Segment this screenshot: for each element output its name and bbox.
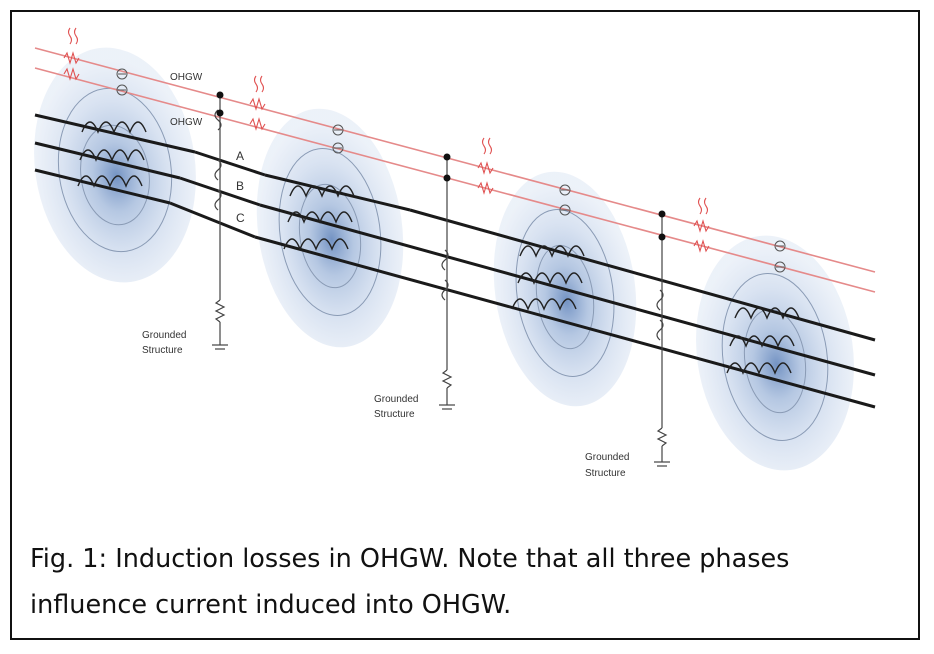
grounded-structure-2-label-line1: Grounded: [374, 394, 418, 405]
caption-line-1: Fig. 1: Induction losses in OHGW. Note t…: [30, 544, 790, 574]
ohgw-wire-lower: [34, 67, 876, 293]
ohgw-label-lower: OHGW: [170, 117, 203, 128]
phase-c-conductor: [34, 168, 876, 409]
junction-dot: [658, 233, 666, 241]
junction-dot: [658, 210, 666, 218]
coil-loops: [77, 121, 800, 375]
grounded-structure-3-label-line1: Grounded: [585, 452, 629, 463]
phase-c-label: C: [236, 211, 245, 225]
ohgw-label-upper: OHGW: [170, 72, 203, 83]
grounded-structure-3-label-line2: Structure: [585, 468, 626, 479]
phase-b-conductor: [34, 141, 876, 377]
phase-b-label: B: [236, 179, 244, 193]
field-ellipse-1: [34, 47, 196, 283]
grounded-structure-1-label-line2: Structure: [142, 345, 183, 356]
grounded-structure-2: [439, 157, 455, 410]
loss-resistor-symbols: [63, 27, 710, 253]
figure-caption: Fig. 1: Induction losses in OHGW. Note t…: [30, 536, 900, 628]
caption-line-2: influence current induced into OHGW.: [30, 590, 512, 620]
phase-a-conductor: [34, 113, 876, 342]
junction-dot: [216, 109, 224, 117]
field-ellipse-2: [256, 108, 404, 348]
phase-conductors: [34, 113, 876, 409]
grounded-structure-3: [654, 214, 670, 467]
grounded-structure-1: [212, 95, 228, 350]
grounded-structure-1-label-line1: Grounded: [142, 330, 186, 341]
junction-dot: [216, 91, 224, 99]
current-symbols: [116, 68, 786, 273]
phase-a-label: A: [236, 149, 244, 163]
junction-dot: [443, 174, 451, 182]
junction-dot: [443, 153, 451, 161]
grounded-structure-2-label-line2: Structure: [374, 409, 415, 420]
ohgw-wire-upper: [34, 47, 876, 273]
